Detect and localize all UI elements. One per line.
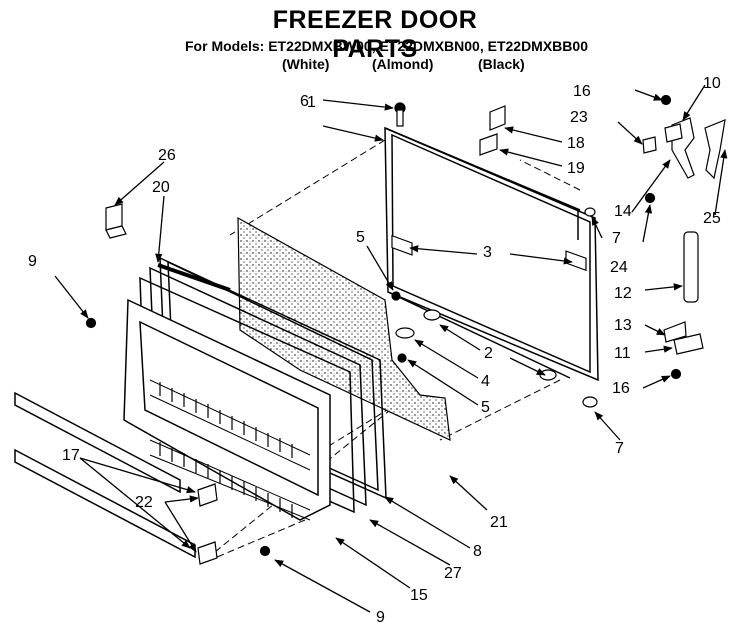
callout-5b: 5 — [481, 399, 490, 416]
callout-14: 14 — [614, 203, 632, 220]
callout-4: 4 — [481, 373, 490, 390]
color-white-label: (White) — [282, 56, 330, 72]
door-strip — [157, 263, 231, 292]
callout-16b: 16 — [612, 380, 630, 397]
callout-19: 19 — [567, 160, 585, 177]
model-numbers: For Models: ET22DMXBW00, ET22DMXBN00, ET… — [185, 38, 588, 54]
screws — [85, 94, 682, 557]
callout-20: 20 — [152, 179, 170, 196]
callout-1: 1 — [307, 94, 316, 111]
leader-lines — [54, 84, 728, 613]
callout-8: 8 — [473, 543, 482, 560]
callout-18: 18 — [567, 135, 585, 152]
inner-door-liner — [123, 298, 331, 521]
callout-5a: 5 — [356, 229, 365, 246]
liner-ribs — [149, 379, 311, 521]
callout-27: 27 — [444, 565, 462, 582]
callout-3: 3 — [483, 244, 492, 261]
callout-21: 21 — [490, 514, 508, 531]
color-black-label: (Black) — [478, 56, 525, 72]
callout-17: 17 — [62, 447, 80, 464]
callout-13: 13 — [614, 317, 632, 334]
callout-6: 6 — [300, 93, 309, 110]
callout-numbers: 1 2 3 4 5 5 6 7 7 8 9 9 10 11 12 13 14 1… — [28, 75, 721, 626]
callout-10: 10 — [703, 75, 721, 92]
insulation-panel — [237, 216, 451, 441]
callout-22: 22 — [135, 494, 153, 511]
diagram-title: FREEZER DOOR PARTS — [272, 6, 478, 63]
callout-23: 23 — [570, 109, 588, 126]
door-shelf-bars — [14, 391, 196, 559]
hinge-assembly — [642, 117, 726, 355]
callout-9a: 9 — [28, 253, 37, 270]
liner-shelf-teeth — [159, 382, 293, 518]
color-almond-label: (Almond) — [372, 56, 434, 72]
callout-7b: 7 — [615, 440, 624, 457]
callout-25: 25 — [703, 210, 721, 227]
callout-15: 15 — [410, 587, 428, 604]
callout-26: 26 — [158, 147, 176, 164]
callout-7a: 7 — [612, 230, 621, 247]
callout-12: 12 — [614, 285, 632, 302]
callout-9b: 9 — [376, 609, 385, 626]
callout-2a: 2 — [484, 345, 493, 362]
callout-11: 11 — [614, 345, 631, 362]
callout-16a: 16 — [573, 83, 591, 100]
shelf-end-caps — [197, 483, 218, 565]
callout-24: 24 — [610, 259, 628, 276]
small-bracket — [105, 203, 127, 239]
